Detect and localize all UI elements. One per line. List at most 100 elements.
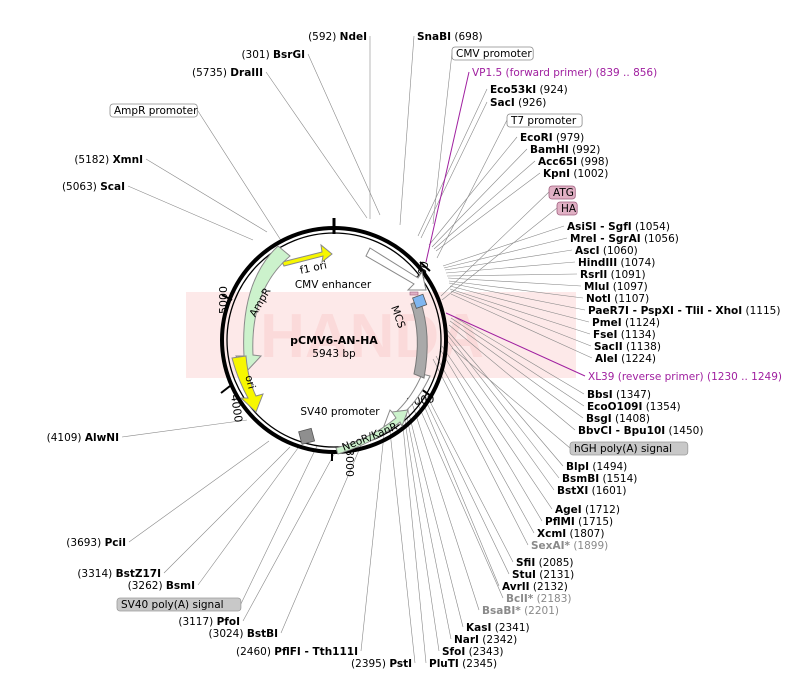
site-label-acc65i[interactable]: Acc65I (998) [538,156,609,168]
feature-cmv-enhancer[interactable]: CMV enhancer [295,247,427,291]
primer-label-1[interactable]: VP1.5 (forward primer) (839 .. 856) [472,67,657,79]
feature-box-bg [451,46,534,61]
site-label-sacii[interactable]: SacII (1138) [594,341,661,353]
site-label-ecori[interactable]: EcoRI (979) [520,132,584,144]
site-label-kpni[interactable]: KpnI (1002) [543,168,608,180]
leader-pflmi [439,348,543,522]
feature-arrow [231,355,264,413]
site-label-sexai[interactable]: SexAI* (1899) [531,540,608,552]
site-label-ndei[interactable]: (592) NdeI [308,31,367,43]
site-label-bsgi[interactable]: BsgI (1408) [586,413,650,425]
site-label-kasi[interactable]: KasI (2341) [466,622,530,634]
site-label-psti[interactable]: (2395) PstI [351,658,412,670]
site-label-draiii[interactable]: (5735) DraIII [192,67,263,79]
feature-label: SV40 promoter [300,406,380,418]
leader-fsei [449,288,591,335]
site-label-agei[interactable]: AgeI (1712) [555,504,620,516]
leader-scai [127,185,254,241]
site-label-mrei-sgrai[interactable]: MreI - SgrAI (1056) [570,233,679,245]
feature-f1-ori[interactable]: f1 ori [281,243,333,277]
site-label-noti[interactable]: NotI (1107) [586,293,649,305]
site-label-rsrii[interactable]: RsrII (1091) [580,269,646,281]
leader-nari [405,411,452,640]
feature-box-t7-promoter[interactable]: T7 promoter [506,113,583,128]
feature-box-sv40-poly-a-signal[interactable]: SV40 poly(A) signal [116,597,242,612]
leader-bsgi [449,320,584,419]
feature-box-cmv-promoter[interactable]: CMV promoter [451,46,534,61]
site-label-bstbi[interactable]: (3024) BstBI [209,628,278,640]
site-label-bcli[interactable]: BclI* (2183) [506,593,572,605]
site-label-asci[interactable]: AscI (1060) [575,245,638,257]
site-label-mlui[interactable]: MluI (1097) [584,281,648,293]
leader-bsabi [412,405,480,611]
leader-lines [121,35,593,664]
site-label-pfoi[interactable]: (3117) PfoI [178,616,240,628]
site-label-xmni[interactable]: (5182) XmnI [74,154,143,166]
feature-box-ha[interactable]: HA [556,201,578,216]
site-label-bbsi[interactable]: BbsI (1347) [587,389,651,401]
leader-snabi [399,35,415,226]
site-label-bamhi[interactable]: BamHI (992) [530,144,600,156]
feature-sv40-promoter[interactable]: SV40 promoter [300,373,431,427]
primer-label-2[interactable]: XL39 (reverse primer) (1230 .. 1249) [588,371,782,383]
leader-ecoo109i [450,317,585,407]
site-label-scai[interactable]: (5063) ScaI [62,181,125,193]
site-label-pluti[interactable]: PluTI (2345) [429,658,497,670]
site-label-fsei[interactable]: FseI (1134) [593,329,656,341]
leader-hindiii [445,261,576,274]
site-label-pcii[interactable]: (3693) PciI [66,537,126,549]
leader-mrei-sgrai [443,237,568,269]
mcs-bar [410,299,428,379]
leader-kpni [435,172,541,252]
site-label-bsmi[interactable]: (3262) BsmI [128,580,195,592]
site-label-xcmi[interactable]: XcmI (1807) [537,528,604,540]
site-label-nari[interactable]: NarI (2342) [454,634,517,646]
site-label-hindiii[interactable]: HindIII (1074) [578,257,655,269]
site-label-bbvci-bpu10i[interactable]: BbvCI - Bpu10I (1450) [578,425,703,437]
site-label-asisi-sgfi[interactable]: AsiSI - SgfI (1054) [567,221,670,233]
site-label-saci[interactable]: SacI (926) [490,97,546,109]
leader-avrii [420,397,500,587]
leader-pcii [128,440,270,543]
leader-ecori [428,136,518,246]
site-label-alei[interactable]: AleI (1224) [595,353,656,365]
leader-xcmi [435,355,535,534]
site-label-bstxi[interactable]: BstXI (1601) [557,485,627,497]
ha-tag-box [412,293,428,309]
leader-sv40-poly-a-signal [240,445,318,605]
feature-box-ampr-promoter[interactable]: AmpR promoter [109,103,198,118]
site-label-bstz17i[interactable]: (3314) BstZ17I [77,568,161,580]
site-label-snabi[interactable]: SnaBI (698) [417,31,483,43]
site-label-avrii[interactable]: AvrII (2132) [502,581,568,593]
site-label-sfii[interactable]: SfiI (2085) [516,557,574,569]
site-label-sfoi[interactable]: SfoI (2343) [442,646,504,658]
feature-ori[interactable]: ori [231,355,264,413]
leader-kasi [407,409,464,628]
site-label-alwni[interactable]: (4109) AlwNI [47,432,119,444]
site-label-pmei[interactable]: PmeI (1124) [592,317,660,329]
feature-box-text: T7 promoter [510,115,577,127]
leader-alwni [121,419,248,438]
site-label-bsrgi[interactable]: (301) BsrGI [241,49,305,61]
site-label-ecoo109i[interactable]: EcoO109I (1354) [587,401,681,413]
leader-bstz17i [163,446,291,574]
site-label-stui[interactable]: StuI (2131) [512,569,574,581]
feature-box-text: hGH poly(A) signal [574,443,672,455]
leader-pmei [449,285,590,323]
tick-5000 [221,294,233,301]
tick-label-3000: 3000 [343,449,356,477]
site-label-bsabi[interactable]: BsaBI* (2201) [482,605,559,617]
feature-label: ori [242,374,257,390]
site-label-bsmbi[interactable]: BsmBI (1514) [562,473,637,485]
site-label-pflmi[interactable]: PflMI (1715) [545,516,613,528]
tick-label-5000: 5000 [217,286,230,314]
feature-box-atg[interactable]: ATG [548,185,576,200]
site-label-paer7i-pspxi-tlii-xhoi[interactable]: PaeR7I - PspXI - TliI - XhoI (1115) [588,305,780,317]
leader-sfoi [403,413,440,652]
feature-box-bg [556,201,578,216]
feature-box-hgh-poly-a-signal[interactable]: hGH poly(A) signal [569,441,689,456]
site-label-eco53ki[interactable]: Eco53kI (924) [490,84,568,96]
site-label-blpi[interactable]: BlpI (1494) [566,461,627,473]
leader-rsrii [446,273,578,277]
site-label-pflfi-tth111i[interactable]: (2460) PflFI - Tth111I [236,646,358,658]
